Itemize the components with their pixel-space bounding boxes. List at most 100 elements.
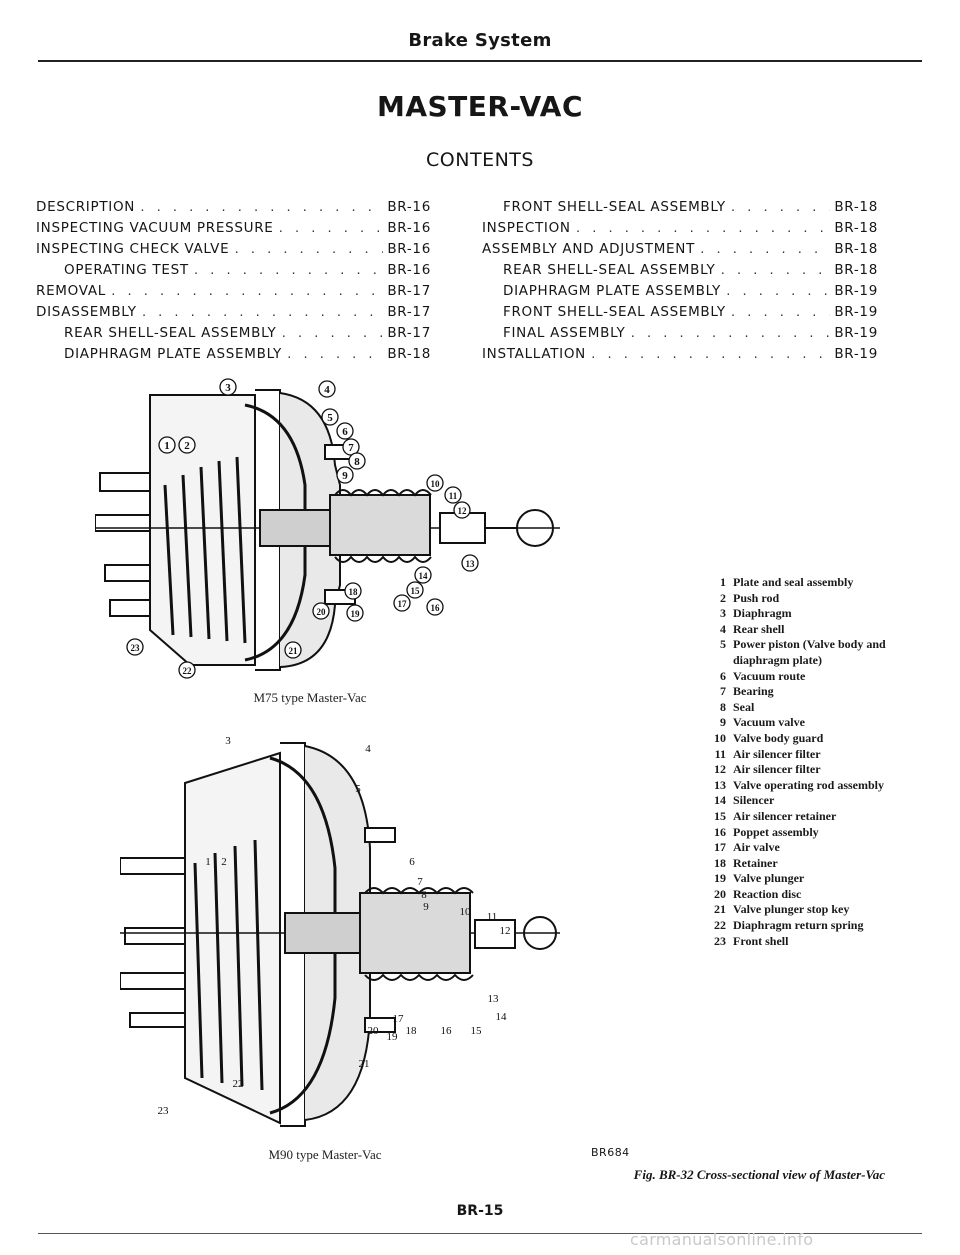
toc-entry-label: DESCRIPTION [36, 199, 136, 215]
legend-item-text: Vacuum valve [733, 715, 805, 730]
legend-item-text: Front shell [733, 933, 789, 948]
toc-leader-dots [699, 239, 830, 260]
toc-entry-page: BR-18 [834, 262, 878, 278]
callout-label: 16 [431, 603, 441, 613]
callout-label: 10 [431, 479, 441, 489]
figure-code: BR684 [591, 1146, 630, 1159]
legend-item-number: 13 [714, 777, 726, 792]
callout-circle [393, 594, 411, 612]
legend-item-text: Valve operating rod assembly [733, 777, 885, 792]
callout-label: 13 [466, 559, 476, 569]
legend-item-number: 22 [714, 918, 726, 933]
legend-item-text: Poppet assembly [733, 824, 819, 839]
contents-heading: CONTENTS [426, 149, 534, 171]
callout-circle [126, 638, 144, 656]
callout-label: 4 [324, 384, 330, 396]
legend-item-text: Valve body guard [733, 730, 824, 745]
callout-circle [453, 501, 471, 519]
legend-item-text: Air valve [733, 840, 780, 855]
section-title: MASTER-VAC [376, 90, 584, 123]
toc-entry-page: BR-18 [834, 241, 878, 257]
callout-circle [426, 598, 444, 616]
callout-label: 5 [327, 412, 333, 424]
footer-rule [38, 1233, 922, 1234]
legend-item-number: 18 [714, 855, 726, 870]
toc-entry-label: ASSEMBLY AND ADJUSTMENT [482, 241, 696, 257]
m75-caption: M75 type Master-Vac [253, 690, 367, 705]
toc-entry: REAR SHELL-SEAL ASSEMBLYBR-18 [482, 260, 878, 281]
legend-item-number: 8 [720, 699, 726, 714]
toc-entry-page: BR-19 [834, 325, 878, 341]
legend-item-text: Valve plunger stop key [733, 902, 850, 917]
legend-item-number: 3 [720, 606, 726, 621]
toc-leader-dots [575, 218, 831, 239]
callout-circle [321, 408, 339, 426]
legend-item-number: 10 [714, 730, 726, 745]
toc-entry: INSPECTING VACUUM PRESSURE BR-16 [36, 218, 431, 239]
callout-label: 22 [233, 1078, 244, 1090]
callout-label: 8 [421, 889, 427, 901]
callout-label: 14 [419, 571, 429, 581]
callout-label: 5 [355, 783, 361, 795]
callout-label: 3 [225, 382, 231, 394]
callout-label: 20 [368, 1025, 380, 1037]
callout-label: 6 [342, 426, 348, 438]
callout-label: 12 [458, 506, 468, 516]
legend-item-text: Air silencer filter [733, 746, 821, 761]
legend-item-number: 4 [720, 621, 726, 636]
legend-item-text: Bearing [733, 684, 774, 699]
toc-entry-page: BR-19 [834, 283, 878, 299]
toc-entry-page: BR-18 [387, 346, 431, 362]
callout-label: 16 [441, 1025, 453, 1037]
toc-entry-page: BR-18 [834, 199, 878, 215]
callout-label: 12 [500, 925, 511, 937]
toc-leader-dots [193, 260, 384, 281]
toc-entry: INSPECTIONBR-18 [482, 218, 878, 239]
toc-entry: FRONT SHELL-SEAL ASSEMBLY BR-18 [482, 197, 878, 218]
callout-label: 23 [131, 643, 141, 653]
toc-leader-dots [278, 218, 384, 239]
toc-entry-page: BR-18 [834, 220, 878, 236]
toc-entry-page: BR-17 [387, 304, 431, 320]
page-header: Brake System [408, 30, 552, 51]
toc-leader-dots [590, 344, 830, 365]
toc-entry-label: FINAL ASSEMBLY [503, 325, 626, 341]
toc-entry: OPERATING TESTBR-16 [36, 260, 431, 281]
callout-circle [336, 422, 354, 440]
callout-label: 13 [488, 993, 500, 1005]
callout-label: 11 [487, 911, 498, 923]
toc-entry: INSTALLATIONBR-19 [482, 344, 878, 365]
page-number: BR-15 [456, 1203, 504, 1219]
toc-entry-label: OPERATING TEST [64, 262, 189, 278]
toc-leader-dots [629, 323, 830, 344]
callout-label: 19 [387, 1031, 399, 1043]
toc-entry-label: DIAPHRAGM PLATE ASSEMBLY [64, 346, 282, 362]
toc-entry-page: BR-16 [387, 220, 431, 236]
callout-circle [346, 604, 364, 622]
legend-item-number: 5 [720, 637, 726, 652]
callout-label: 20 [317, 607, 327, 617]
toc-leader-dots [141, 302, 384, 323]
callout-circle [414, 566, 432, 584]
toc-entry: INSPECTING CHECK VALVEBR-16 [36, 239, 431, 260]
callout-circle [284, 641, 302, 659]
legend-item-number: 12 [714, 762, 726, 777]
callout-label: 2 [184, 440, 190, 452]
legend-item: 11 Air silencer filter [705, 747, 905, 763]
toc-entry-label: FRONT SHELL-SEAL ASSEMBLY [503, 199, 726, 215]
toc-entry: DIAPHRAGM PLATE ASSEMBLY BR-18 [36, 344, 431, 365]
toc-entry-label: INSPECTING VACUUM PRESSURE [36, 220, 274, 236]
toc-entry-label: FRONT SHELL-SEAL ASSEMBLY [503, 304, 726, 320]
legend-item-text: Diaphragm [733, 606, 792, 621]
toc-entry-page: BR-19 [834, 346, 878, 362]
legend-item-number: 11 [714, 746, 726, 761]
callout-label: 11 [449, 491, 458, 501]
